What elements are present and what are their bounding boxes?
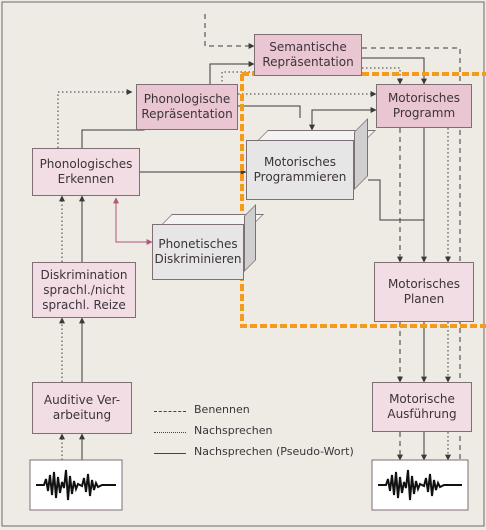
node-discrimination-label: Diskrimination sprachl./nicht sprachl. R… bbox=[40, 267, 128, 312]
legend-solid-swatch bbox=[154, 453, 186, 454]
legend-dashed-swatch bbox=[154, 411, 186, 412]
node-discrimination: Diskrimination sprachl./nicht sprachl. R… bbox=[32, 262, 136, 318]
node-motor-programming-label: Motorisches Programmieren bbox=[253, 155, 347, 184]
arrow-recog-solid-phonrep bbox=[81, 117, 147, 148]
legend-solid-label: Nachsprechen (Pseudo-Wort) bbox=[194, 445, 354, 458]
arrow-recog-to-phonrep bbox=[57, 89, 133, 148]
legend-dashed-label: Benennen bbox=[194, 403, 250, 416]
node-phonetic-discrim-label: Phonetisches Diskriminieren bbox=[154, 237, 242, 266]
legend-dotted-label: Nachsprechen bbox=[194, 424, 273, 437]
node-semantic-representation: Semantische Repräsentation bbox=[254, 34, 362, 76]
node-motor-execution: Motorische Ausführung bbox=[372, 382, 472, 432]
node-phonetic-discrimination: Phonetisches Diskriminieren bbox=[152, 204, 264, 282]
node-auditory-label: Auditive Ver- arbeitung bbox=[43, 393, 121, 422]
node-motor-execution-label: Motorische Ausführung bbox=[387, 392, 457, 421]
node-semantic-label: Semantische Repräsentation bbox=[262, 40, 354, 69]
node-phonological-recognition: Phonologisches Erkennen bbox=[32, 148, 140, 196]
waveform-output-icon bbox=[371, 459, 469, 511]
arrow-semantic-dotted-motor-program bbox=[362, 67, 403, 85]
arrow-semantic-to-motor-program bbox=[362, 57, 427, 85]
arrow-naming-to-semantic bbox=[204, 14, 255, 49]
node-motor-program-label: Motorisches Programm bbox=[387, 91, 461, 120]
node-phonological-representation: Phonologische Repräsentation bbox=[136, 84, 238, 130]
node-phonological-repr-label: Phonologische Repräsentation bbox=[141, 92, 233, 121]
legend-dotted-swatch bbox=[154, 432, 186, 433]
node-motor-program: Motorisches Programm bbox=[376, 84, 472, 128]
node-motor-planning: Motorisches Planen bbox=[374, 262, 474, 322]
node-motor-programming: Motorisches Programmieren bbox=[246, 118, 376, 202]
node-auditory-processing: Auditive Ver- arbeitung bbox=[32, 382, 132, 434]
arrow-phonrep-to-semantic bbox=[209, 61, 255, 92]
node-phonological-recog-label: Phonologisches Erkennen bbox=[39, 157, 133, 186]
arrow-recog-phonetic bbox=[113, 197, 153, 245]
waveform-input-icon bbox=[29, 459, 123, 511]
node-motor-planning-label: Motorisches Planen bbox=[387, 277, 461, 306]
arrow-programming-program bbox=[309, 107, 377, 131]
